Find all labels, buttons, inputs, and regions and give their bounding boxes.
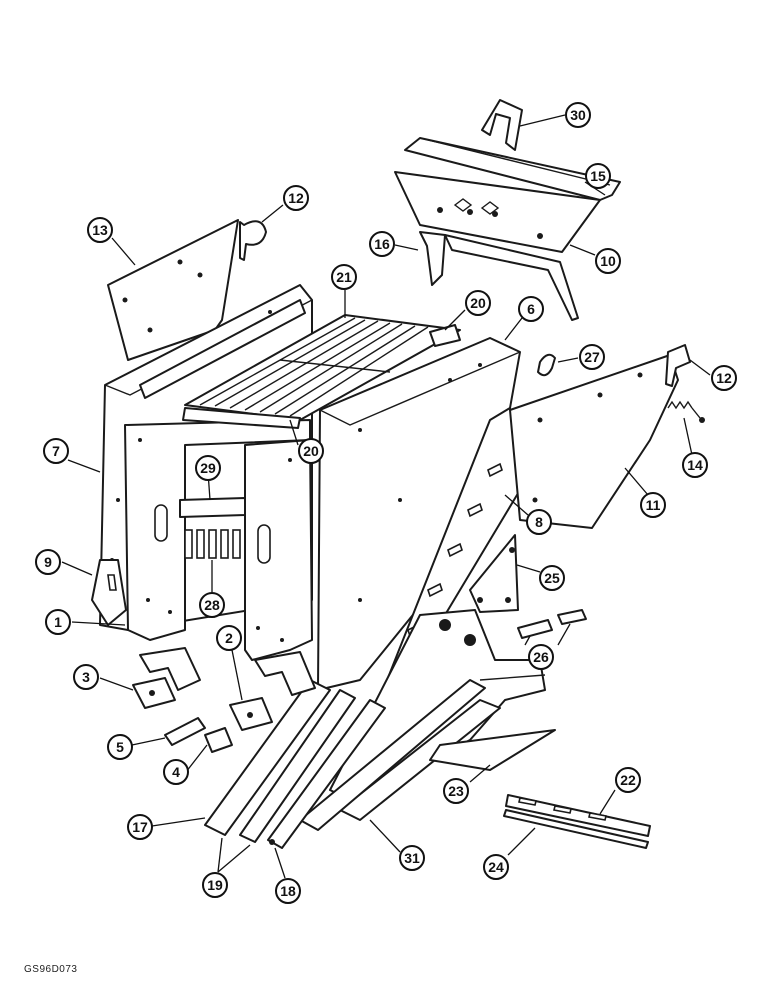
svg-text:2: 2 — [225, 630, 233, 646]
part-bar-22 — [505, 794, 651, 837]
callout-19: 19 — [202, 872, 228, 898]
callout-12: 12 — [283, 185, 309, 211]
part-bracket-5 — [164, 717, 206, 746]
callout-13: 13 — [87, 217, 113, 243]
part-flap-row-28 — [184, 529, 241, 559]
part-rail-31 — [299, 679, 501, 831]
svg-text:24: 24 — [488, 859, 504, 875]
part-front-chute-right — [244, 439, 313, 661]
callout-4: 4 — [163, 759, 189, 785]
callout-8: 8 — [526, 509, 552, 535]
svg-text:9: 9 — [44, 554, 52, 570]
callout-10: 10 — [595, 248, 621, 274]
svg-text:3: 3 — [82, 669, 90, 685]
svg-text:16: 16 — [374, 236, 390, 252]
part-feet-left — [139, 647, 201, 691]
callout-16: 16 — [369, 231, 395, 257]
svg-text:29: 29 — [200, 460, 216, 476]
callout-20-top: 20 — [465, 290, 491, 316]
svg-text:28: 28 — [204, 597, 220, 613]
callout-3: 3 — [73, 664, 99, 690]
svg-text:11: 11 — [646, 497, 661, 513]
part-bracket-4 — [204, 727, 233, 753]
svg-text:7: 7 — [52, 443, 60, 459]
callout-5: 5 — [107, 734, 133, 760]
svg-text:27: 27 — [584, 349, 600, 365]
svg-text:20: 20 — [303, 443, 319, 459]
callout-15: 15 — [585, 163, 611, 189]
part-bracket-3 — [132, 677, 176, 709]
callout-29: 29 — [195, 455, 221, 481]
callout-26: 26 — [528, 644, 554, 670]
callout-28: 28 — [199, 592, 225, 618]
callout-17: 17 — [127, 814, 153, 840]
part-shield-23 — [429, 729, 556, 771]
part-strip-20-top — [429, 324, 461, 347]
callout-6: 6 — [518, 296, 544, 322]
callout-22: 22 — [615, 767, 641, 793]
callout-7: 7 — [43, 438, 69, 464]
svg-text:30: 30 — [570, 107, 586, 123]
part-top-plate — [394, 171, 601, 253]
part-divider-29 — [179, 497, 246, 518]
svg-text:21: 21 — [336, 269, 352, 285]
svg-text:19: 19 — [207, 877, 223, 893]
figure-reference-code: GS96D073 — [24, 964, 78, 975]
svg-text:12: 12 — [716, 370, 732, 386]
callout-23: 23 — [443, 778, 469, 804]
svg-text:14: 14 — [687, 457, 703, 473]
part-left-side-panel — [107, 219, 239, 361]
part-feet-right — [254, 651, 316, 696]
callout-31: 31 — [399, 845, 425, 871]
svg-text:6: 6 — [527, 301, 535, 317]
part-clamp-right — [665, 344, 691, 387]
callout-14: 14 — [682, 452, 708, 478]
svg-text:26: 26 — [533, 649, 549, 665]
part-spring-14 — [667, 400, 705, 423]
part-cover-guard — [404, 137, 621, 201]
svg-text:31: 31 — [404, 850, 420, 866]
callout-1: 1 — [45, 609, 71, 635]
svg-text:22: 22 — [620, 772, 636, 788]
callout-2: 2 — [216, 625, 242, 651]
svg-text:17: 17 — [132, 819, 148, 835]
svg-text:15: 15 — [590, 168, 606, 184]
callout-30: 30 — [565, 102, 591, 128]
part-tube-26-b — [557, 609, 587, 625]
part-bracket-frame — [419, 231, 579, 321]
svg-text:18: 18 — [280, 883, 296, 899]
svg-text:20: 20 — [470, 295, 486, 311]
callout-27: 27 — [579, 344, 605, 370]
part-bar-24 — [503, 809, 649, 849]
callout-21: 21 — [331, 264, 357, 290]
part-skid-17 — [204, 679, 356, 843]
callout-12-right: 12 — [711, 365, 737, 391]
svg-text:5: 5 — [116, 739, 124, 755]
leader-lines — [61, 114, 711, 879]
svg-text:25: 25 — [544, 570, 560, 586]
part-clip — [481, 99, 523, 151]
part-gusset-25 — [469, 534, 519, 613]
part-pin-27 — [537, 353, 556, 377]
callout-20-bottom: 20 — [298, 438, 324, 464]
part-tube-26-a — [517, 619, 553, 639]
part-clamp-left — [239, 220, 267, 261]
part-strip-20-bottom — [182, 407, 301, 429]
svg-text:8: 8 — [535, 514, 543, 530]
svg-text:23: 23 — [448, 783, 464, 799]
callout-24: 24 — [483, 854, 509, 880]
callout-25: 25 — [539, 565, 565, 591]
part-bracket-2 — [229, 697, 273, 731]
svg-text:1: 1 — [54, 614, 62, 630]
svg-text:12: 12 — [288, 190, 304, 206]
part-skid-18 — [267, 699, 386, 849]
svg-text:13: 13 — [92, 222, 108, 238]
svg-text:10: 10 — [600, 253, 616, 269]
svg-text:4: 4 — [172, 764, 180, 780]
callout-18: 18 — [275, 878, 301, 904]
part-side-flange-9 — [91, 559, 127, 626]
callout-11: 11 — [640, 492, 666, 518]
callout-9: 9 — [35, 549, 61, 575]
